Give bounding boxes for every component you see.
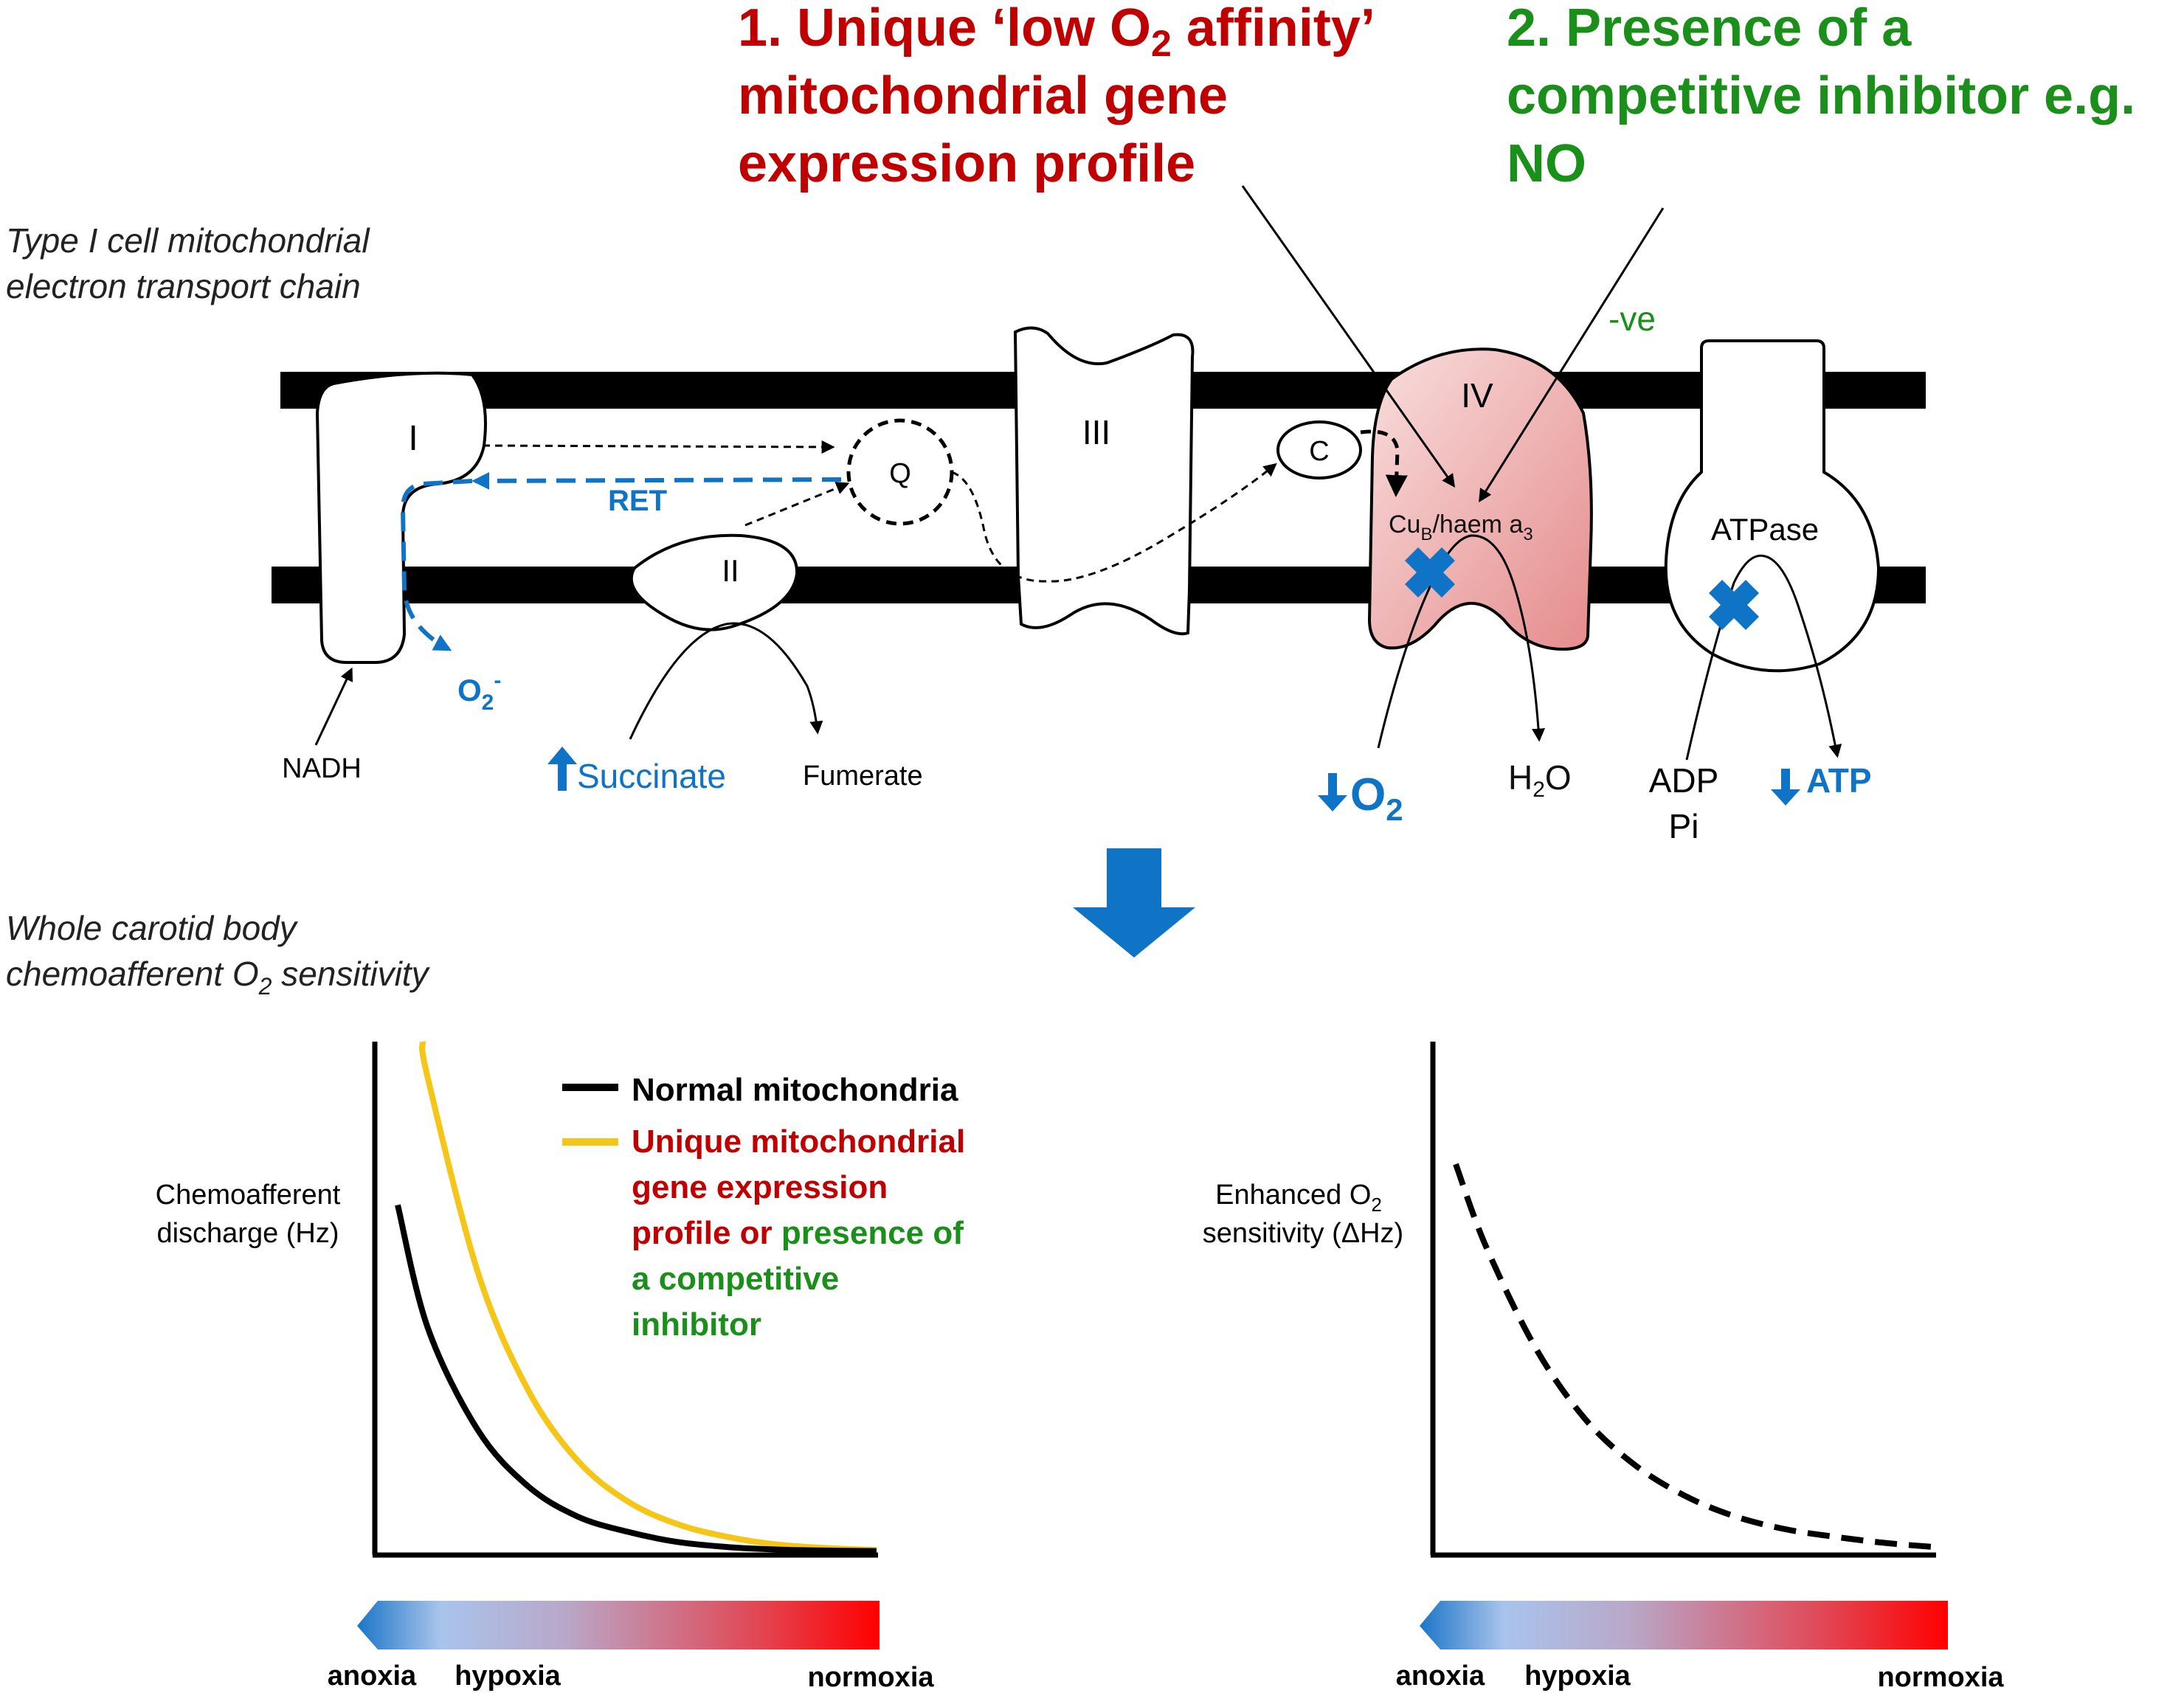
ret-label: RET (608, 485, 667, 517)
big-down-arrow-icon (1073, 848, 1195, 958)
blue-x-mark-icon (1405, 547, 1455, 598)
factor2-line1: 2. Presence of a (1507, 0, 1912, 58)
electron-path-c-to-iv (1360, 429, 1408, 497)
cub-haem-label: CuB/haem a3 (1389, 510, 1533, 544)
complex-i-label: I (408, 419, 418, 458)
electron-path-i-to-q (482, 440, 835, 454)
etc-title-line2: electron transport chain (6, 267, 361, 305)
legend-label-unique-4: a competitive (632, 1261, 839, 1297)
succinate-label: Succinate (577, 757, 726, 795)
c-label: C (1309, 436, 1329, 467)
h2o-label: H2O (1508, 758, 1572, 802)
left-scale-label-hypoxia: hypoxia (455, 1661, 561, 1692)
left-chart: Chemoafferent discharge (Hz) Normal mito… (156, 1041, 965, 1693)
etc-title-line1: Type I cell mitochondrial (6, 221, 370, 260)
adp-to-atp-arc (1685, 554, 1842, 761)
nadh-label: NADH (282, 753, 362, 784)
right-oxygen-scale-bar (1420, 1601, 1948, 1649)
left-scale-label-anoxia: anoxia (328, 1661, 417, 1692)
sensitivity-title-line1: Whole carotid body (6, 909, 299, 947)
factor2-line3: NO (1507, 134, 1586, 193)
nadh-arrow (314, 667, 353, 746)
series-line-enhanced-sensitivity (1453, 1163, 1935, 1551)
complex-ii-label: II (722, 553, 739, 588)
complex-iv-label: IV (1461, 376, 1493, 415)
complex-ii-shape (629, 533, 799, 631)
right-ylabel-line1: Enhanced O2 (1215, 1180, 1382, 1216)
factor2-line2: competitive inhibitor e.g. (1507, 66, 2135, 125)
complex-iii-shape (1013, 326, 1195, 636)
cytochrome-c-ellipse (1276, 420, 1362, 479)
right-scale-label-normoxia: normoxia (1877, 1662, 2004, 1693)
electron-path-q-to-c (951, 463, 1277, 583)
factor1-line3: expression profile (738, 134, 1195, 193)
right-chart: Enhanced O2 sensitivity (ΔHz) anoxia hyp… (1203, 1042, 2004, 1693)
series-line-normal (395, 1204, 877, 1554)
left-oxygen-scale-bar (357, 1601, 880, 1649)
legend-label-normal: Normal mitochondria (632, 1072, 958, 1108)
legend-label-unique-1: Unique mitochondrial (632, 1124, 965, 1160)
pi-label: Pi (1669, 807, 1699, 845)
o2-label: O2 (1350, 769, 1403, 827)
series-line-unique (419, 1041, 877, 1554)
pointer-factor1-to-cub (1241, 185, 1456, 488)
blue-up-arrow-icon (547, 747, 577, 791)
blue-down-arrow-icon (1318, 773, 1347, 811)
pointer-factor2-to-cub (1479, 207, 1665, 503)
legend-label-unique-3: profile or presence of (632, 1215, 964, 1251)
factor1-line1: 1. Unique ‘low O2 affinity’ (738, 0, 1375, 64)
adp-label: ADP (1649, 761, 1719, 800)
atp-label: ATP (1806, 761, 1872, 800)
ret-to-superoxide-path (400, 479, 473, 651)
right-scale-label-anoxia: anoxia (1396, 1661, 1485, 1692)
sensitivity-title-line2: chemoafferent O2 sensitivity (6, 955, 431, 1000)
blue-x-mark-icon (1709, 580, 1759, 630)
complex-iii-label: III (1082, 413, 1110, 451)
electron-path-ii-to-q (744, 482, 850, 527)
blue-down-arrow-icon (1771, 769, 1800, 806)
left-ylabel-line1: Chemoafferent (156, 1180, 341, 1211)
fumerate-label: Fumerate (803, 761, 923, 792)
negative-label: -ve (1608, 300, 1656, 338)
factor1-line2: mitochondrial gene (738, 66, 1228, 125)
legend-label-unique-5: inhibitor (632, 1306, 761, 1343)
right-ylabel-line2: sensitivity (ΔHz) (1203, 1218, 1403, 1249)
ret-path (471, 471, 842, 490)
atpase-label: ATPase (1711, 512, 1819, 547)
left-scale-label-normoxia: normoxia (807, 1662, 934, 1693)
superoxide-label: O2- (457, 668, 501, 715)
o2-to-h2o-arc (1377, 534, 1546, 749)
legend-label-unique-2: gene expression (632, 1169, 888, 1205)
right-scale-label-hypoxia: hypoxia (1524, 1661, 1631, 1692)
q-label: Q (889, 458, 911, 489)
left-ylabel-line2: discharge (Hz) (156, 1218, 339, 1249)
succinate-fumerate-arc (629, 622, 823, 740)
